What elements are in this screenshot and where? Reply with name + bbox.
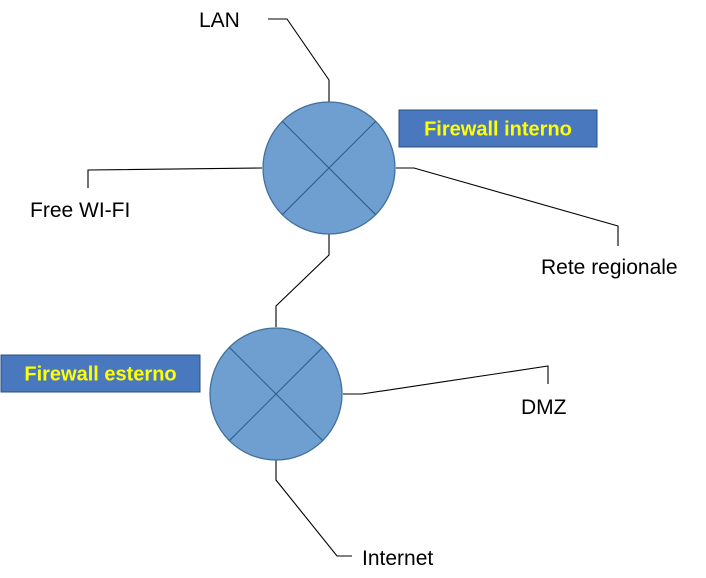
label-free-wifi: Free WI-FI bbox=[30, 199, 130, 222]
badge-label: Firewall esterno bbox=[24, 364, 176, 386]
connector-lan bbox=[268, 18, 330, 102]
connector-dmz bbox=[343, 365, 549, 395]
label-dmz: DMZ bbox=[521, 396, 567, 419]
connector-firewalls bbox=[275, 233, 330, 327]
badge-label: Firewall interno bbox=[424, 119, 572, 141]
label-rete-regionale: Rete regionale bbox=[541, 256, 678, 279]
connector-internet bbox=[275, 460, 352, 557]
connector-free-wifi bbox=[87, 167, 263, 188]
badge-firewall-interno: Firewall interno bbox=[398, 109, 598, 148]
label-lan: LAN bbox=[199, 9, 240, 32]
badge-firewall-esterno: Firewall esterno bbox=[0, 354, 201, 393]
connector-rete-regionale bbox=[396, 167, 619, 246]
cross-line bbox=[281, 120, 377, 216]
badge-box bbox=[0, 354, 201, 393]
label-internet: Internet bbox=[362, 547, 433, 570]
badge-box bbox=[398, 109, 598, 148]
firewall-esterno-node bbox=[209, 327, 343, 461]
firewall-interno-node bbox=[262, 101, 396, 235]
connectors bbox=[87, 18, 619, 557]
cross-line bbox=[228, 346, 324, 442]
